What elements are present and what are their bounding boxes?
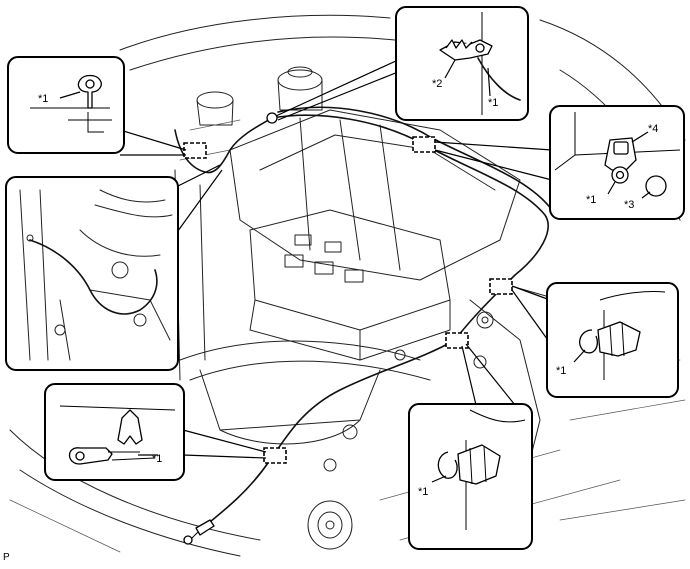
footer-mark: P xyxy=(3,552,10,563)
label-c1-b: *1 xyxy=(488,97,498,109)
mark-clamp-left xyxy=(183,142,207,159)
label-c4: *4 xyxy=(648,123,658,135)
callout-top-middle: *2 *1 xyxy=(395,6,529,121)
label-c1-d: *1 xyxy=(556,365,566,377)
mark-clamp-bottom xyxy=(263,447,287,464)
callout-bottom-left: *1 xyxy=(44,383,185,481)
mark-clamp-top xyxy=(412,136,436,153)
label-c2: *2 xyxy=(432,78,442,90)
callout-right-upper: *1 *3 *4 xyxy=(549,105,685,220)
callout-bottom-middle: *1 xyxy=(408,403,533,550)
label-c1-e: *1 xyxy=(418,486,428,498)
clamp-location-marks xyxy=(183,136,513,464)
callout-top-left: *1 xyxy=(7,56,125,154)
mark-clamp-right xyxy=(489,278,513,295)
callout-left-detail xyxy=(5,176,179,371)
mark-clamp-center xyxy=(445,332,469,349)
label-c3: *3 xyxy=(624,199,634,211)
label-c1-c: *1 xyxy=(586,194,596,206)
label-c1-f: *1 xyxy=(152,453,162,465)
label-c1-a: *1 xyxy=(38,93,48,105)
callout-right-lower: *1 xyxy=(546,282,679,398)
